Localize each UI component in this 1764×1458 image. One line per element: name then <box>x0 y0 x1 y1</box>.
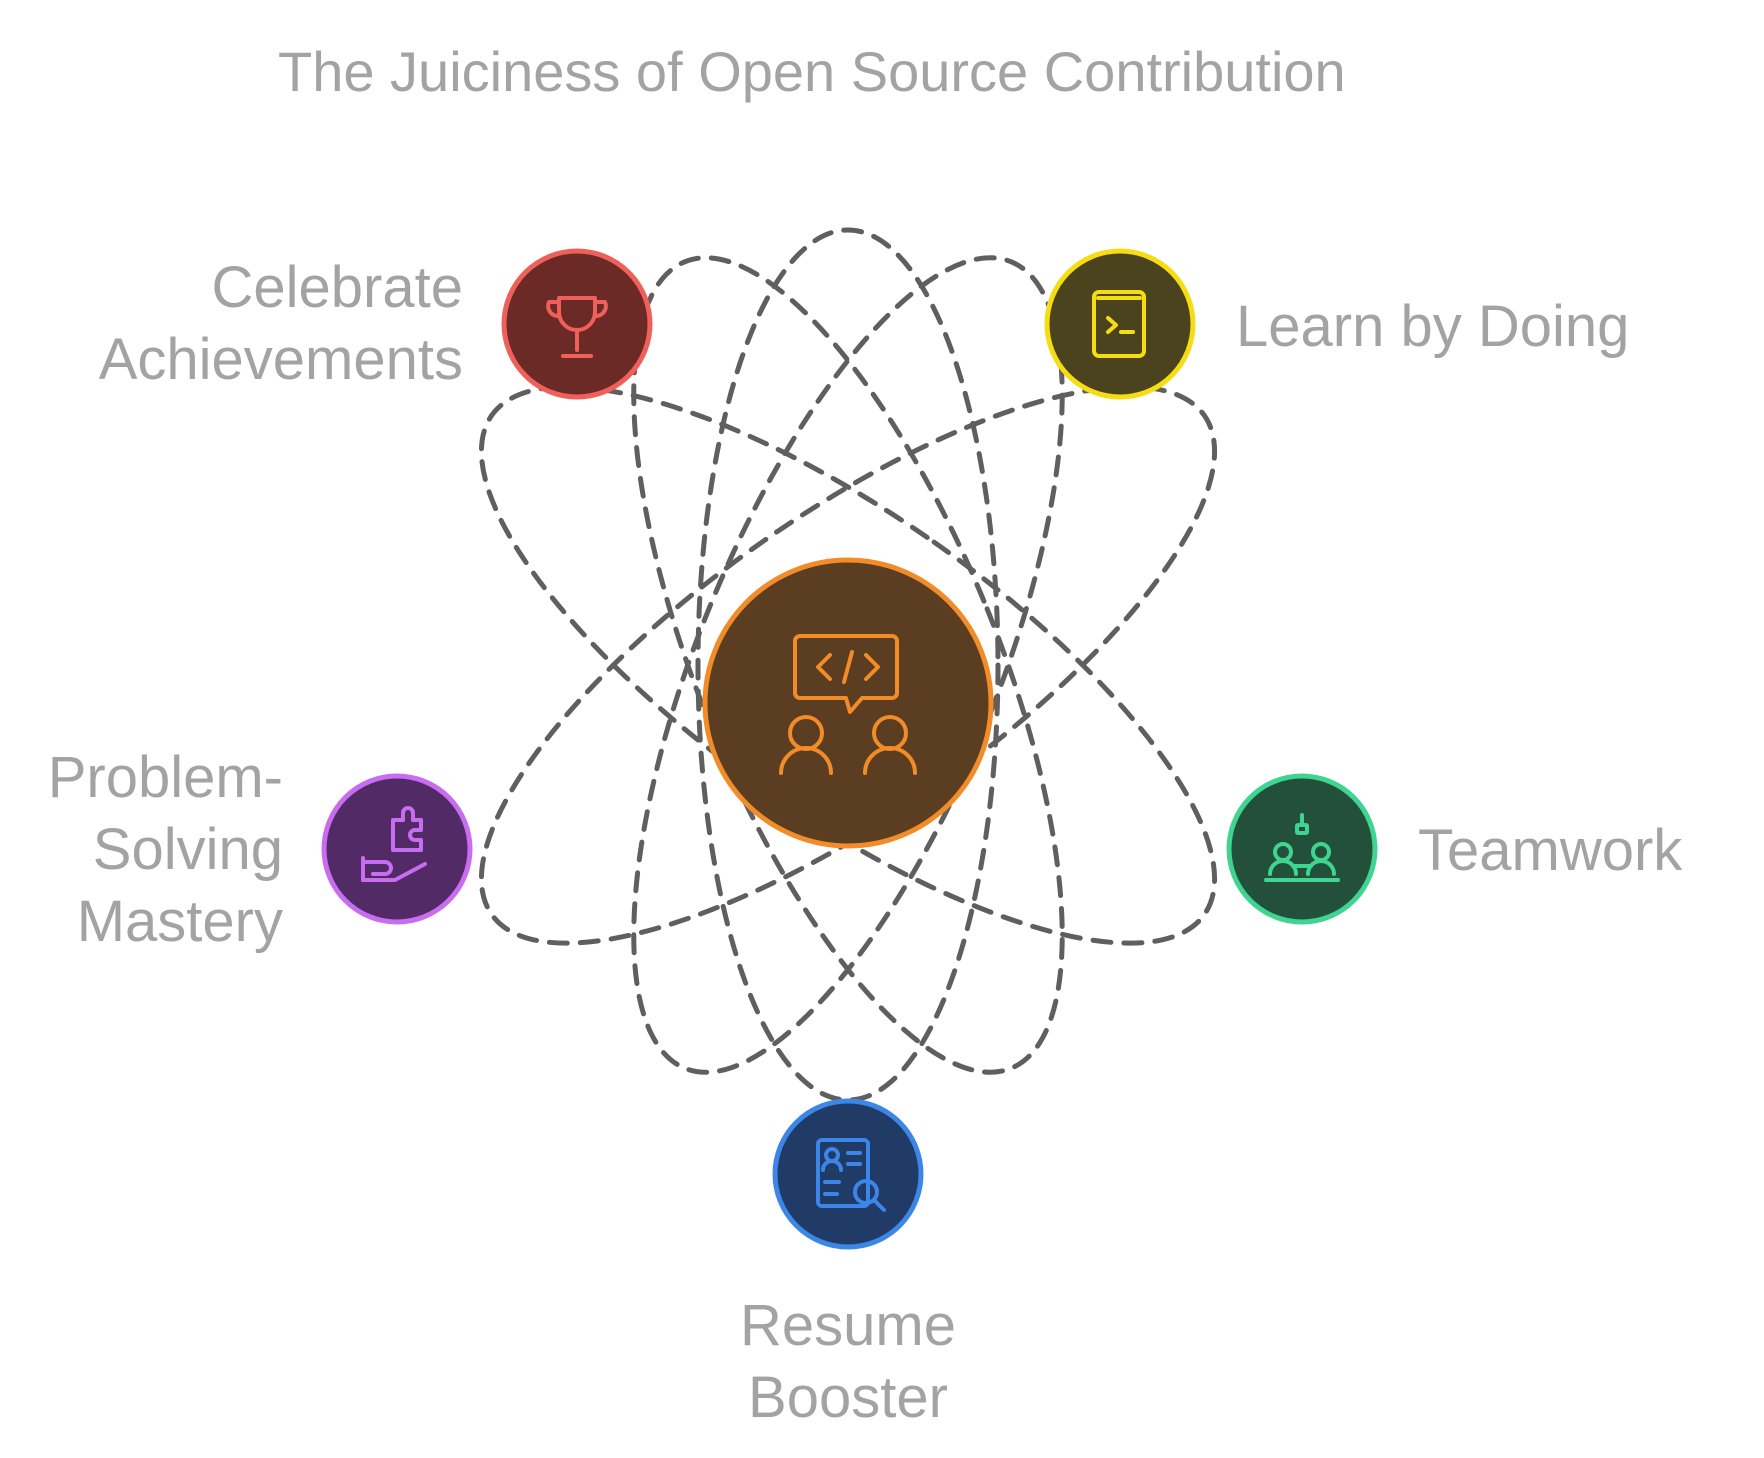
trophy-icon <box>546 296 608 358</box>
team-meeting-icon <box>1264 813 1340 882</box>
node-problem <box>321 773 473 925</box>
label-resume-booster: Resume Booster <box>648 1290 1048 1434</box>
label-line: Problem- <box>47 745 283 810</box>
label-teamwork: Teamwork <box>1418 815 1682 887</box>
label-line: Teamwork <box>1418 818 1683 883</box>
label-line: Mastery <box>76 889 283 954</box>
label-line: Booster <box>748 1365 948 1430</box>
label-line: Achievements <box>98 327 463 392</box>
node-teamwork <box>1226 773 1378 925</box>
label-line: Solving <box>92 817 283 882</box>
terminal-icon <box>1092 290 1146 358</box>
center-node <box>702 557 994 849</box>
label-line: Celebrate <box>211 255 463 320</box>
node-celebrate-circle <box>501 248 653 400</box>
node-teamwork-circle <box>1226 773 1378 925</box>
resume-search-icon <box>816 1138 886 1212</box>
node-learn-circle <box>1044 248 1196 400</box>
label-celebrate-achievements: Celebrate Achievements <box>99 252 463 396</box>
node-learn <box>1044 248 1196 400</box>
node-resume <box>772 1098 924 1250</box>
node-celebrate <box>501 248 653 400</box>
diagram-title: The Juiciness of Open Source Contributio… <box>278 40 1346 103</box>
puzzle-hand-icon <box>361 806 427 882</box>
label-problem-solving-mastery: Problem- Solving Mastery <box>48 742 283 958</box>
node-resume-circle <box>772 1098 924 1250</box>
orbit-vertical <box>695 227 1001 1103</box>
code-collaboration-icon <box>779 634 917 775</box>
label-line: Resume <box>740 1293 956 1358</box>
label-line: Learn by Doing <box>1236 294 1630 359</box>
label-learn-by-doing: Learn by Doing <box>1236 291 1629 363</box>
